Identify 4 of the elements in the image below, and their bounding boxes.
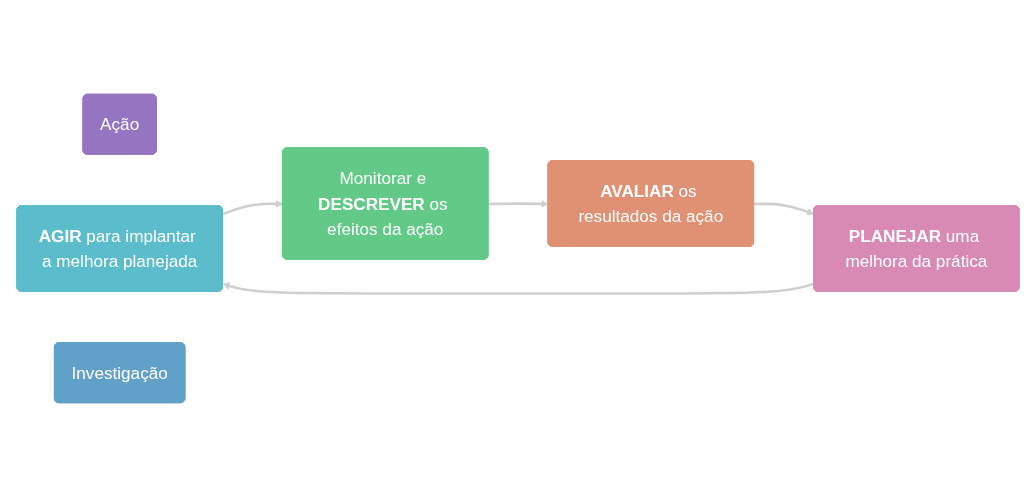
arrow [222,200,284,216]
arrow [222,282,815,295]
arrow [754,202,815,216]
arrow [488,200,549,208]
